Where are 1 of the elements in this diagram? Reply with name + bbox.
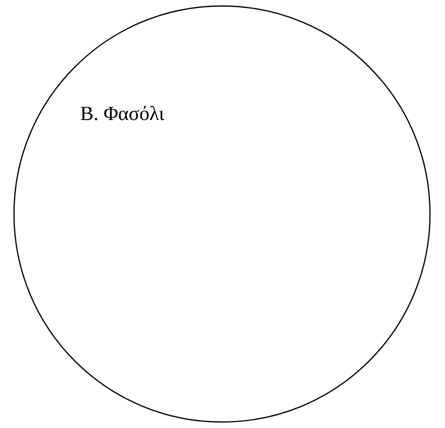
circle-label: Β. Φασόλι xyxy=(80,106,164,120)
